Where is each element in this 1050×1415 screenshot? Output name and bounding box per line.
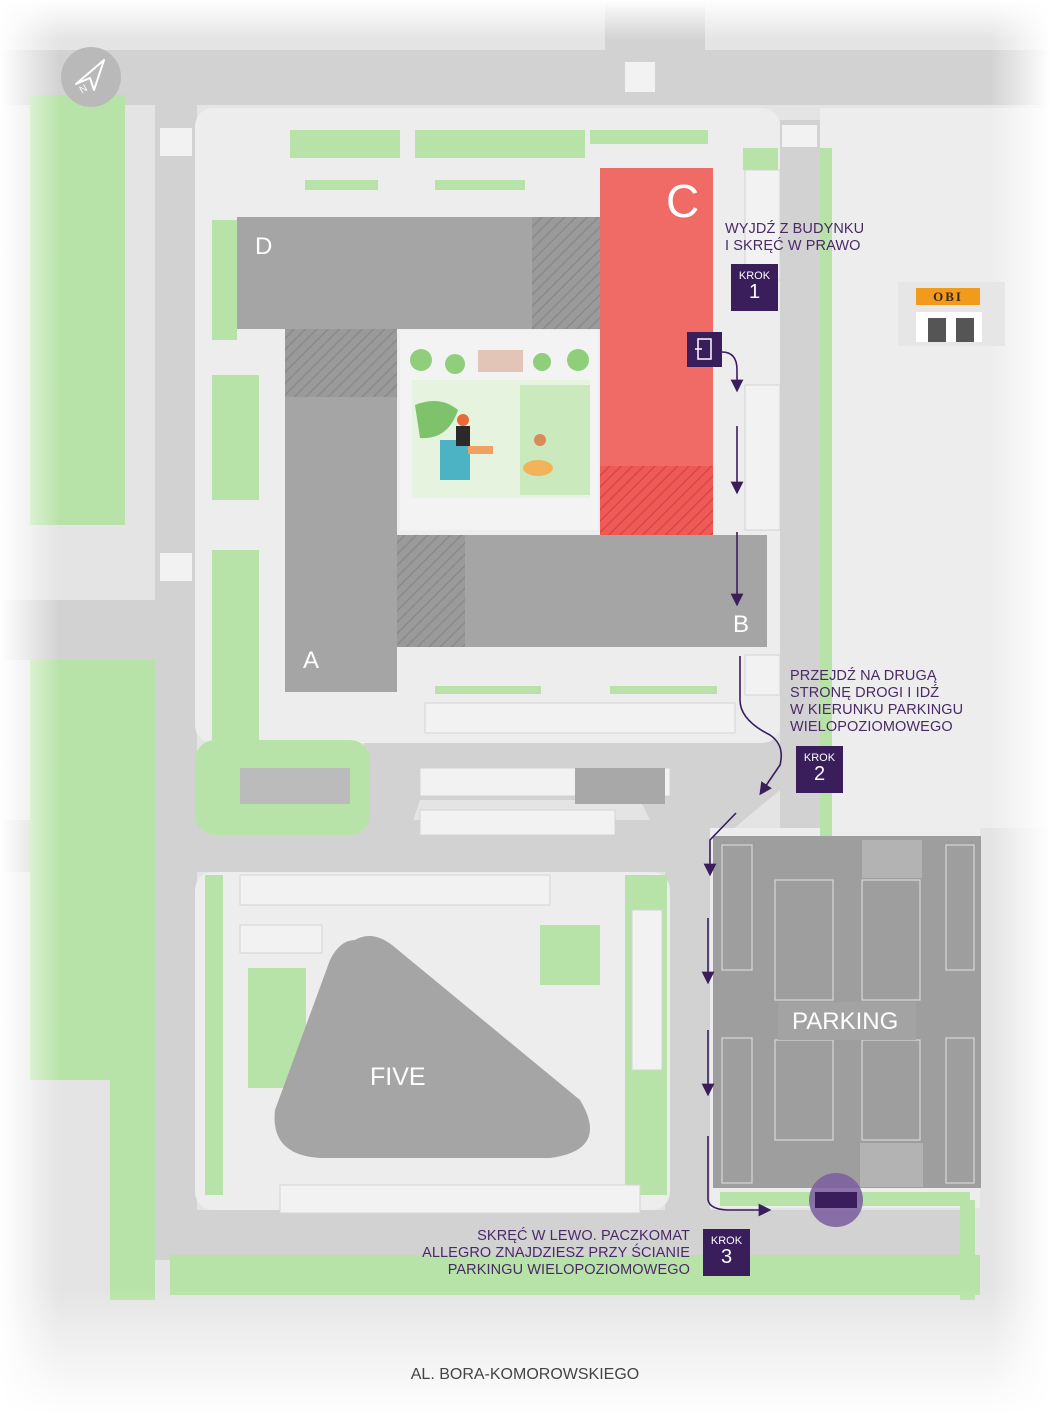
building-c	[600, 168, 713, 535]
parking-garage	[713, 836, 981, 1188]
building-b	[397, 535, 767, 647]
step-2-text: PRZEJDŹ NA DRUGĄ STRONĘ DROGI I IDŹ W KI…	[790, 668, 964, 735]
store-icon: OBI	[898, 282, 1005, 346]
building-a-label: A	[303, 647, 320, 674]
building-a	[285, 329, 397, 692]
street-name: AL. BORA-KOMOROWSKIEGO	[410, 1366, 640, 1383]
parking-label: PARKING	[792, 1008, 899, 1035]
building-d-label: D	[255, 233, 273, 260]
person-icon	[457, 414, 469, 426]
step-3-text: SKRĘĆ W LEWO. PACZKOMAT ALLEGRO ZNAJDZIE…	[422, 1228, 690, 1278]
building-c-label: C	[666, 175, 700, 227]
step-1-text: WYJDŹ Z BUDYNKU I SKRĘĆ W PRAWO	[725, 221, 865, 254]
parcel-locker-icon	[809, 1173, 863, 1227]
tree-icon	[410, 349, 589, 374]
walking-route	[701, 351, 783, 1217]
courtyard	[400, 330, 598, 530]
building-five	[274, 936, 590, 1158]
building-five-label: FIVE	[370, 1063, 426, 1091]
building-b-label: B	[733, 611, 750, 638]
compass-icon	[61, 47, 121, 107]
building-d	[237, 217, 600, 329]
door-exit-icon	[687, 332, 722, 367]
store-sign: OBI	[933, 289, 963, 304]
step-2-badge: KROK 2	[796, 746, 843, 793]
parking-bays	[239, 169, 781, 1214]
step-1-badge: KROK 1	[731, 264, 778, 311]
step-3-badge: KROK 3	[703, 1229, 750, 1276]
